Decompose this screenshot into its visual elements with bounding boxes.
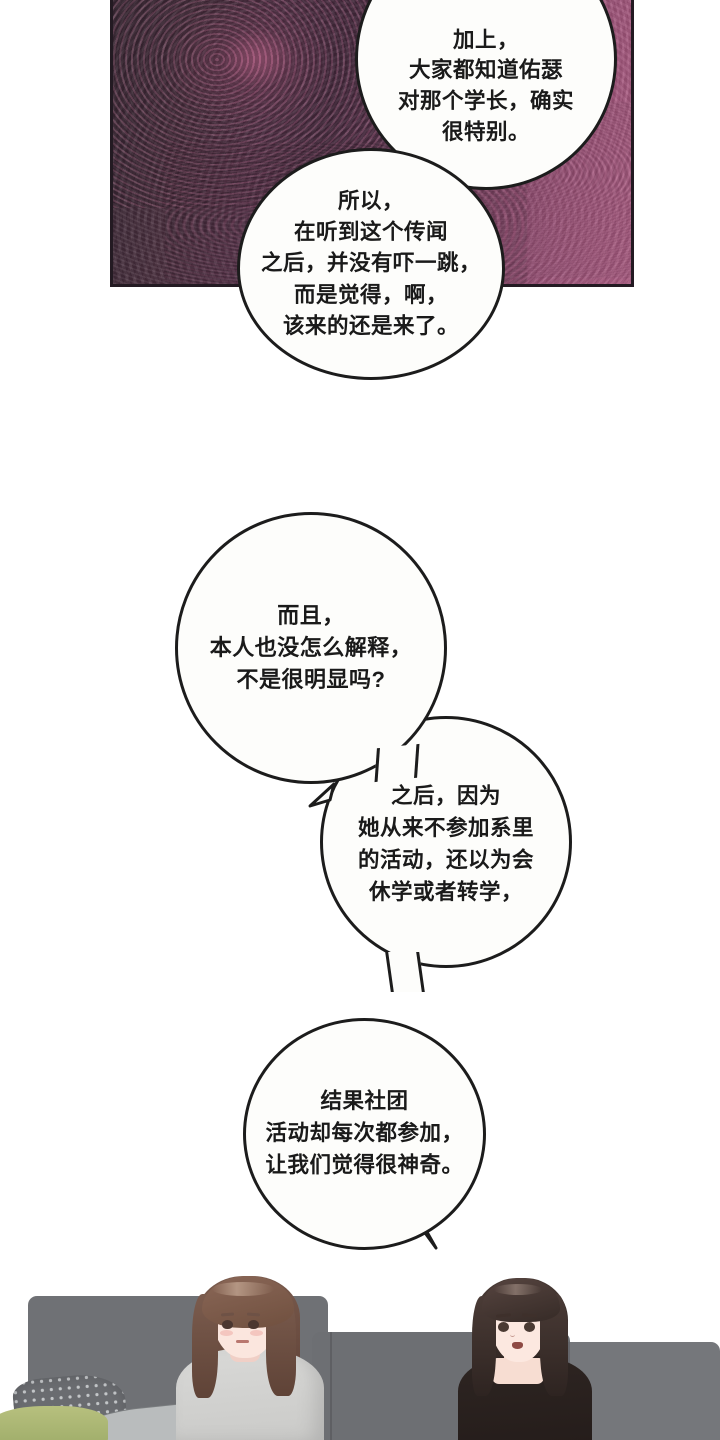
character-right-nose [510, 1332, 515, 1337]
character-left-blush-right [250, 1330, 263, 1336]
living-room-sofa-scene [0, 1268, 720, 1440]
character-left-blush-left [220, 1330, 233, 1336]
speech-bubble-2-text: 所以， 在听到这个传闻 之后，并没有吓一跳， 而是觉得，啊， 该来的还是来了。 [260, 189, 481, 338]
character-left-hair-shine [212, 1282, 274, 1296]
character-right-eye-right [524, 1322, 535, 1332]
character-right [436, 1278, 616, 1440]
character-right-eye-left [498, 1322, 509, 1332]
bubble-connector-4-5 [385, 952, 425, 992]
speech-bubble-4: 之后，因为 她从来不参加系里 的活动，还以为会 休学或者转学， [320, 716, 572, 968]
speech-bubble-3-text: 而且， 本人也没怎么解释， 不是很明显吗? [209, 602, 413, 693]
speech-bubble-5-text: 结果社团 活动却每次都参加， 让我们觉得很神奇。 [265, 1089, 464, 1177]
character-left [150, 1276, 350, 1440]
speech-bubble-1-text: 加上， 大家都知道佑瑟 对那个学长，确实 很特别。 [397, 27, 574, 144]
plant [0, 1406, 108, 1440]
speech-bubble-3: 而且， 本人也没怎么解释， 不是很明显吗? [175, 512, 447, 784]
character-right-neckline [492, 1358, 544, 1384]
bubble-connector-3-4 [374, 743, 420, 783]
character-left-eye-left [222, 1320, 233, 1329]
speech-bubble-4-text: 之后，因为 她从来不参加系里 的活动，还以为会 休学或者转学， [357, 784, 534, 904]
character-right-hair-shine [494, 1284, 542, 1295]
speech-bubble-5: 结果社团 活动却每次都参加， 让我们觉得很神奇。 [243, 1018, 486, 1250]
character-left-eye-right [248, 1320, 259, 1329]
character-left-mouth [236, 1340, 249, 1343]
sofa-seam-1 [330, 1332, 332, 1440]
character-right-mouth [512, 1342, 523, 1349]
speech-bubble-2: 所以， 在听到这个传闻 之后，并没有吓一跳， 而是觉得，啊， 该来的还是来了。 [237, 148, 505, 380]
bubble-tail-3 [308, 782, 336, 808]
